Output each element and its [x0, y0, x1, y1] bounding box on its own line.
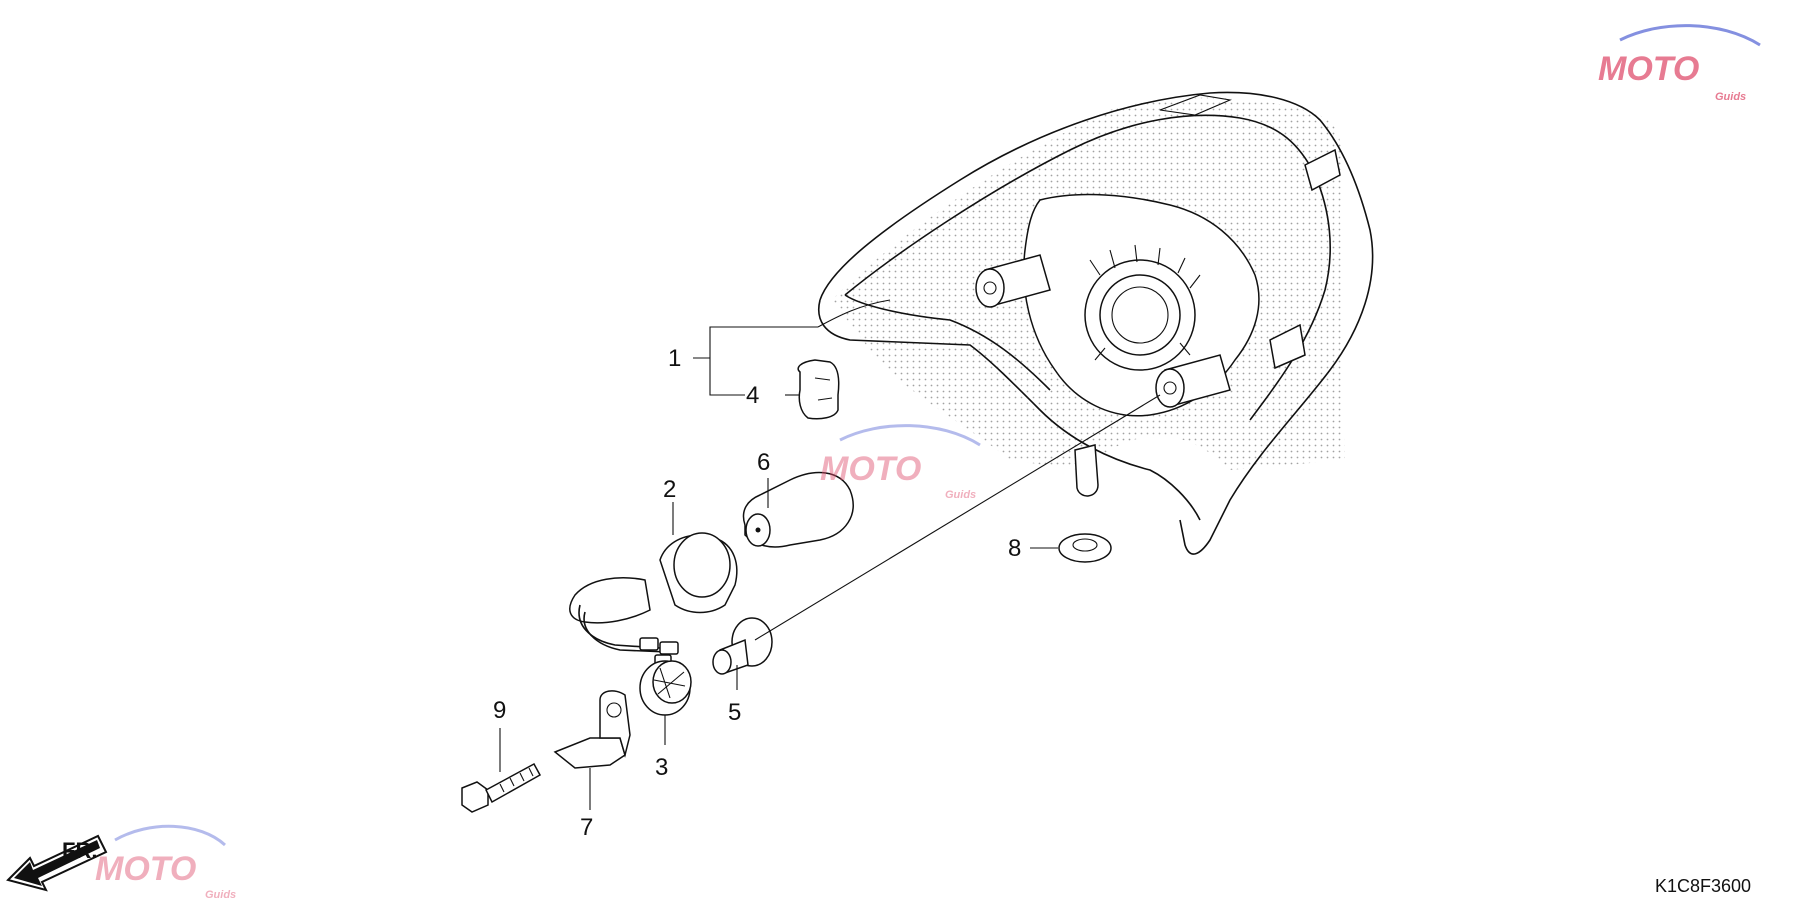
watermark-text: MOTO — [820, 450, 921, 488]
part-9-bolt — [461, 762, 542, 813]
callout-1: 1 — [668, 345, 681, 372]
taillight-housing — [818, 91, 1374, 555]
part-8-grommet — [1058, 533, 1112, 563]
watermark-subtext: Guids — [945, 489, 976, 501]
callout-3: 3 — [655, 754, 668, 781]
part-4-cushion — [797, 359, 840, 420]
part-3-cap — [639, 660, 692, 716]
part-2-socket — [569, 532, 738, 667]
leader-lines — [499, 299, 1161, 810]
callout-9: 9 — [493, 697, 506, 724]
front-direction-label: FR. — [62, 838, 97, 863]
watermark-text: MOTO — [95, 850, 196, 888]
callout-labels: 1 2 3 4 5 6 7 8 9 — [493, 345, 1021, 841]
callout-7: 7 — [580, 814, 593, 841]
part-7-bracket — [553, 690, 631, 769]
callout-2: 2 — [663, 476, 676, 503]
part-5-grommet — [712, 617, 773, 675]
watermark-subtext: Guids — [1715, 91, 1746, 103]
watermark-top-right: MOTO Guids — [1598, 24, 1761, 103]
callout-6: 6 — [757, 449, 770, 476]
watermark-text: MOTO — [1598, 50, 1699, 88]
part-6-bulb — [742, 471, 854, 548]
callout-4: 4 — [746, 382, 759, 409]
watermark-bottom-left: MOTO Guids — [95, 824, 236, 901]
front-direction-arrow: FR. — [6, 834, 108, 892]
watermark-center: MOTO Guids — [820, 424, 981, 501]
watermark-subtext: Guids — [205, 889, 236, 901]
part-code: K1C8F3600 — [1655, 876, 1751, 896]
callout-5: 5 — [728, 699, 741, 726]
callout-8: 8 — [1008, 535, 1021, 562]
